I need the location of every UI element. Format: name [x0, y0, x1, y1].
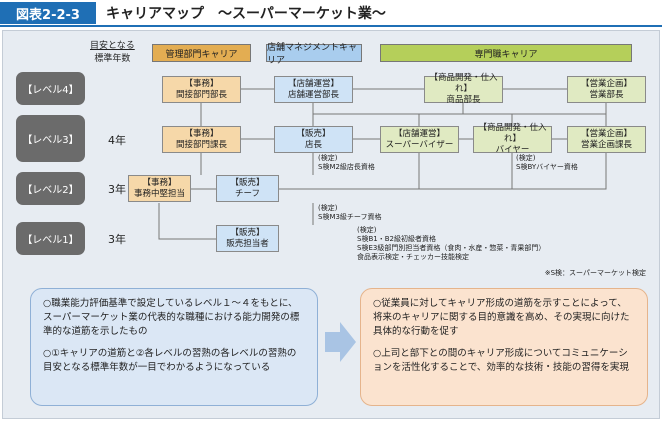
note-line: S検B1・B2級初級者資格: [357, 235, 436, 243]
node-title: 店舗運営部長: [287, 89, 339, 100]
footnote: ※S検：スーパーマーケット検定: [544, 269, 646, 277]
summary-text: ○①キャリアの道筋と②各レベルの習熟の各レベルの習熟の目安となる標準年数が一目で…: [43, 348, 297, 373]
node-title: 間接部門部長: [175, 89, 227, 100]
note-m3: (検定)S検M3級チーフ資格: [318, 204, 382, 222]
note-line: S検BYバイヤー資格: [516, 163, 578, 171]
years-label-2: 標準年数: [94, 54, 131, 64]
header-divider: [0, 25, 662, 27]
node-l2-store: 【販売】チーフ: [216, 175, 279, 202]
summary-text: ○従業員に対してキャリア形成の道筋を示すことによって、将来のキャリアに関する目的…: [373, 298, 630, 337]
node-l3-sv: 【店舗運営】スーパーバイザー: [380, 126, 459, 153]
years-level-3: 4年: [108, 134, 126, 147]
node-category: 【店舗運営】: [393, 128, 445, 139]
category-special: 専門職キャリア: [380, 44, 632, 62]
node-l1-store: 【販売】販売担当者: [216, 225, 279, 252]
years-label-1: 目安となる: [90, 41, 135, 51]
figure-badge: 図表2-2-3: [0, 2, 96, 24]
node-title: チーフ: [235, 188, 260, 199]
node-title: 事務中堅担当: [133, 188, 185, 199]
node-title: 販売担当者: [226, 238, 269, 249]
node-l3-buyer: 【商品開発・仕入れ】バイヤー: [473, 123, 552, 155]
note-line: (検定): [318, 204, 338, 212]
category-admin: 管理部門キャリア: [152, 44, 251, 62]
node-l4-store: 【店舗運営】店舗運営部長: [274, 76, 353, 103]
node-category: 【営業企画】: [580, 78, 632, 89]
right-summary-box: ○従業員に対してキャリア形成の道筋を示すことによって、将来のキャリアに関する目的…: [360, 288, 648, 406]
note-line: (検定): [516, 154, 536, 162]
node-category: 【事務】: [142, 177, 177, 188]
node-title: 間接部門課長: [175, 139, 227, 150]
node-l2-admin: 【事務】事務中堅担当: [128, 175, 191, 202]
node-title: 商品部長: [446, 95, 481, 105]
node-l3-sales: 【営業企画】営業企画課長: [567, 126, 646, 153]
node-l4-goods: 【商品開発・仕入れ】商品部長: [424, 73, 503, 105]
node-title: 営業部長: [589, 89, 624, 100]
note-line: S検E3級部門別担当者資格（食肉・水産・惣菜・青果部門）: [357, 244, 546, 252]
node-category: 【商品開発・仕入れ】: [429, 73, 498, 94]
years-header: 目安となる 標準年数: [90, 40, 135, 66]
note-by: (検定)S検BYバイヤー資格: [516, 154, 578, 172]
note-m2: (検定)S検M2級店長資格: [318, 154, 375, 172]
years-level-2: 3年: [108, 183, 126, 196]
note-line: S検M3級チーフ資格: [318, 213, 382, 221]
node-title: バイヤー: [495, 145, 530, 155]
node-title: スーパーバイザー: [385, 139, 454, 150]
node-title: 営業企画課長: [580, 139, 632, 150]
node-l4-sales: 【営業企画】営業部長: [567, 76, 646, 103]
node-l3-admin: 【事務】間接部門課長: [162, 126, 241, 153]
level-4: 【レベル4】: [16, 72, 85, 105]
level-2: 【レベル2】: [16, 172, 85, 205]
level-3: 【レベル3】: [16, 115, 85, 162]
node-category: 【商品開発・仕入れ】: [478, 123, 547, 144]
node-category: 【営業企画】: [580, 128, 632, 139]
node-category: 【販売】: [296, 128, 331, 139]
summary-text: ○職業能力評価基準で設定しているレベル１～４をもとに、スーパーマーケット業の代表…: [43, 298, 300, 337]
node-category: 【販売】: [230, 177, 265, 188]
node-title: 店長: [304, 139, 322, 150]
node-l3-store: 【販売】店長: [274, 126, 353, 153]
left-summary-box: ○職業能力評価基準で設定しているレベル１～４をもとに、スーパーマーケット業の代表…: [30, 288, 318, 406]
node-l4-admin: 【事務】間接部門部長: [162, 76, 241, 103]
note-line: 食品表示検定・チェッカー技能検定: [357, 253, 469, 261]
node-category: 【事務】: [184, 128, 219, 139]
note-line: (検定): [318, 154, 338, 162]
node-category: 【販売】: [230, 227, 265, 238]
note-line: (検定): [357, 226, 377, 234]
page-title: キャリアマップ ～スーパーマーケット業～: [106, 6, 386, 22]
node-category: 【店舗運営】: [287, 78, 339, 89]
years-level-1: 3年: [108, 233, 126, 246]
node-category: 【事務】: [184, 78, 219, 89]
category-store: 店舗マネジメントキャリア: [266, 43, 362, 66]
note-line: S検M2級店長資格: [318, 163, 375, 171]
level-1: 【レベル1】: [16, 222, 85, 255]
summary-text: ○上司と部下との間のキャリア形成についてコミュニケーションを活性化することで、効…: [373, 348, 629, 373]
